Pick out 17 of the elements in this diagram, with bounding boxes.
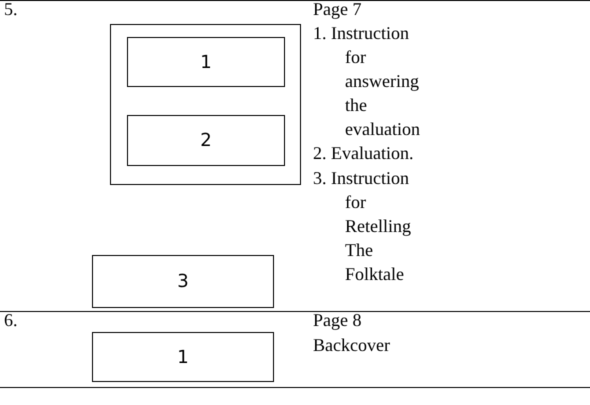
table-text: Page 7 xyxy=(313,0,362,20)
table-text: Page 8 xyxy=(313,309,362,331)
table-text: 5. xyxy=(4,0,18,20)
box-number: 1 xyxy=(200,52,212,72)
box-number: 3 xyxy=(177,271,189,292)
list-item: 3. Instruction for Retelling The Folktale xyxy=(313,167,412,286)
table-text: Backcover xyxy=(313,334,390,356)
page-box xyxy=(127,115,285,166)
box-number: 2 xyxy=(200,130,212,151)
table-text: 6. xyxy=(4,309,18,331)
page-box xyxy=(92,332,274,382)
page-box xyxy=(92,255,274,308)
list-item: 2. Evaluation. xyxy=(313,142,414,165)
page-box xyxy=(127,37,285,87)
list-item: 1. Instruction for answering the evaluation xyxy=(313,22,421,141)
box-number: 1 xyxy=(177,346,189,368)
page-frame xyxy=(110,24,301,185)
